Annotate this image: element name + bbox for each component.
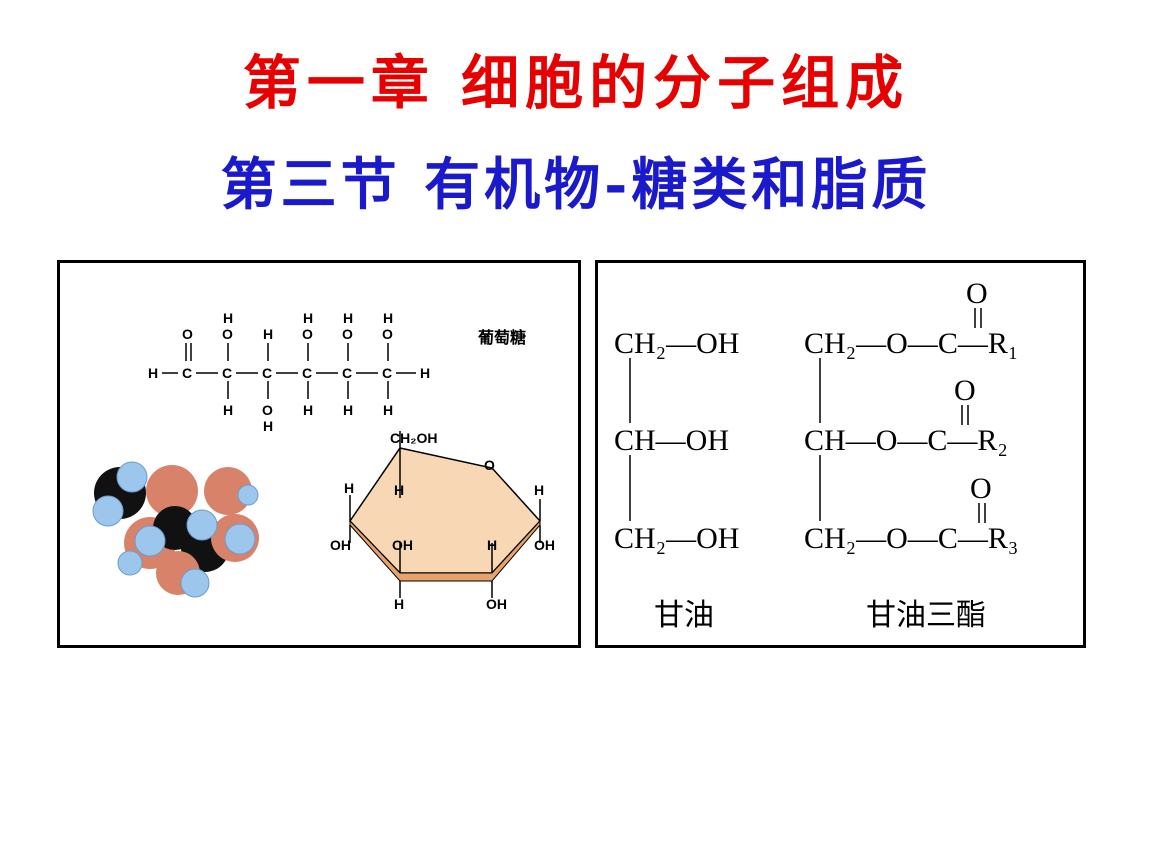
triglyceride-o-2: O — [954, 374, 976, 407]
glycerol-row-3: CH₂—OH — [614, 522, 739, 555]
glucose-ring — [349, 431, 542, 598]
chain-top-h-3: H — [263, 326, 273, 342]
chain-top-h-5: H — [343, 310, 353, 326]
chain-top-o-5: O — [342, 326, 353, 342]
ring-h-c4: H — [344, 480, 354, 496]
glycerol-row-2: CH—OH — [614, 424, 729, 457]
lipid-panel: CH₂—OH CH—OH CH₂—OH 甘油 O O O CH₂—O—C—R₁ … — [595, 260, 1086, 648]
chain-bottom-h-5: H — [343, 402, 353, 418]
glucose-diagram: 葡萄糖 H C C C C C C H O H O H H O H H O — [92, 310, 555, 612]
chain-bottom-h-6: H — [383, 402, 393, 418]
chain-top-o-4: O — [302, 326, 313, 342]
chain-top-o-6: O — [382, 326, 393, 342]
lipid-diagram: CH₂—OH CH—OH CH₂—OH 甘油 O O O CH₂—O—C—R₁ … — [614, 277, 1018, 632]
chain-aldehyde-o: O — [182, 326, 193, 342]
chain-h-right: H — [420, 365, 430, 381]
ring-ch2oh: CH₂OH — [390, 430, 437, 446]
ring-oh-c4: OH — [330, 537, 351, 553]
triglyceride-caption: 甘油三酯 — [866, 599, 986, 632]
chain-h-left: H — [148, 365, 158, 381]
chain-bottom-h-3: H — [263, 418, 273, 434]
ring-h-c2: H — [487, 537, 497, 553]
chain-carbon-6: C — [382, 365, 392, 381]
chapter-title: 第一章 细胞的分子组成 — [242, 49, 910, 117]
space-filling-model — [92, 461, 259, 598]
ring-h-c3: H — [394, 596, 404, 612]
chain-carbon-2: C — [222, 365, 232, 381]
chain-top-o-2: O — [222, 326, 233, 342]
chain-bottom-o-3: O — [262, 402, 273, 418]
triglyceride-row-3: CH₂—O—C—R₃ — [804, 522, 1018, 555]
ring-h-c1: H — [534, 482, 544, 498]
chain-bottom-h-4: H — [303, 402, 313, 418]
chain-top-h-2: H — [223, 310, 233, 326]
triglyceride-structure — [819, 308, 986, 523]
chain-top-h-4: H — [303, 310, 313, 326]
glucose-label: 葡萄糖 — [477, 328, 526, 347]
triglyceride-row-2: CH—O—C—R₂ — [804, 424, 1008, 457]
glucose-panel: 葡萄糖 H C C C C C C H O H O H H O H H O — [57, 260, 581, 648]
chain-carbon-4: C — [302, 365, 312, 381]
chain-carbon-1: C — [182, 365, 192, 381]
chain-top-h-6: H — [383, 310, 393, 326]
triglyceride-o-3: O — [970, 472, 992, 505]
ring-oh-c3: OH — [392, 537, 413, 553]
section-title: 第三节 有机物-糖类和脂质 — [220, 152, 932, 218]
ring-oh-c1: OH — [534, 537, 555, 553]
glycerol-row-1: CH₂—OH — [614, 327, 739, 360]
ring-oh-c2: OH — [486, 596, 507, 612]
chain-carbon-3: C — [262, 365, 272, 381]
triglyceride-o-1: O — [966, 277, 988, 310]
glycerol-caption: 甘油 — [654, 599, 714, 632]
chain-carbon-5: C — [342, 365, 352, 381]
chain-bottom-h-2: H — [223, 402, 233, 418]
ring-o: O — [484, 457, 495, 473]
ring-h-c5: H — [394, 482, 404, 498]
triglyceride-row-1: CH₂—O—C—R₁ — [804, 327, 1018, 360]
